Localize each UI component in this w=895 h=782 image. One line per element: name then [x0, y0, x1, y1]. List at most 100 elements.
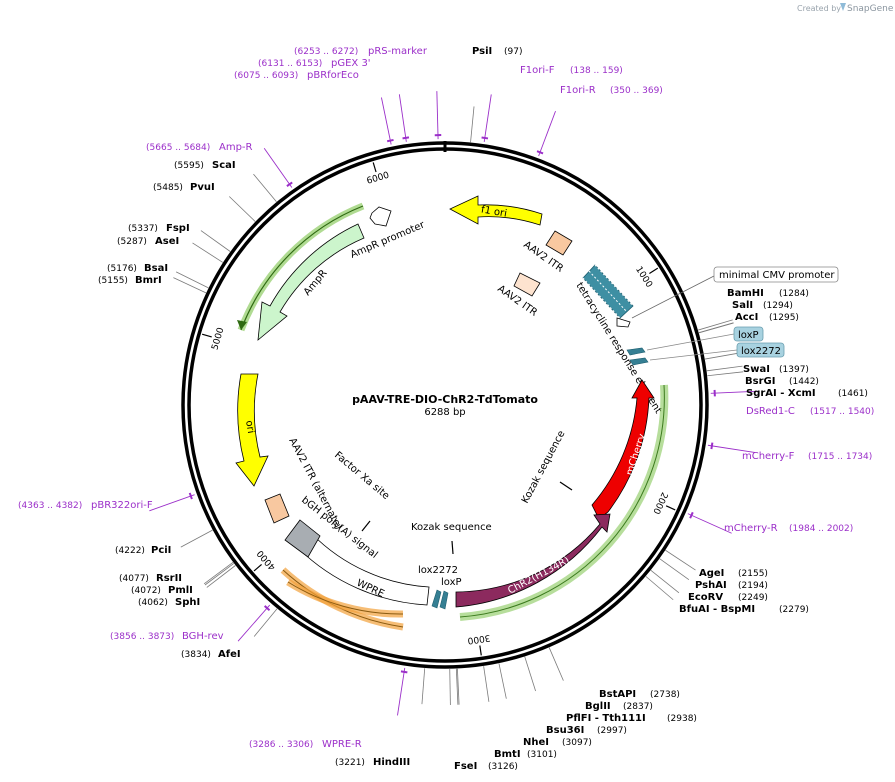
primer-f1ori-f-range: (138 .. 159) [570, 66, 623, 76]
lox2272-1-feature[interactable] [629, 357, 649, 366]
site-sgrai-xcmi-name[interactable]: SgrAI - XcmI [746, 388, 816, 399]
tre-feature[interactable] [582, 264, 634, 319]
primer-leader-9 [380, 97, 392, 145]
primer-dsred1-c-range: (1517 .. 1540) [810, 407, 874, 417]
site-leader-10 [645, 576, 674, 601]
site-scai-name[interactable]: ScaI [212, 160, 236, 171]
ampr-promoter-arrow[interactable] [369, 206, 392, 227]
site-pflfi-tth111i-coord: (2938) [667, 714, 697, 724]
primer-bind-mark-7[interactable] [188, 492, 193, 500]
min-cmv-box[interactable] [713, 266, 839, 283]
site-afei-coord: (3834) [181, 650, 211, 660]
aav2-itr-inner-feature[interactable] [513, 272, 541, 297]
site-pvui-name[interactable]: PvuI [190, 182, 215, 193]
site-pflfi-tth111i-name[interactable]: PflFI - Tth111I [566, 713, 646, 724]
site-fspi-name[interactable]: FspI [166, 223, 190, 234]
site-fsei-name[interactable]: FseI [454, 761, 477, 772]
site-swai-name[interactable]: SwaI [743, 364, 770, 375]
site-pmli-name[interactable]: PmlI [168, 585, 193, 596]
scale-tick-6000 [372, 162, 377, 173]
site-leader-8 [659, 558, 690, 581]
primer-pgex3-name[interactable]: pGEX 3' [331, 58, 371, 69]
primer-mcherry-r-name[interactable]: mCherry-R [724, 523, 778, 534]
site-bsai-coord: (5176) [107, 264, 137, 274]
site-bsai-name[interactable]: BsaI [144, 263, 168, 274]
site-sphi-name[interactable]: SphI [175, 597, 200, 608]
site-sali-name[interactable]: SalI [732, 300, 753, 311]
site-sali-coord: (1294) [763, 301, 793, 311]
site-bmti-name[interactable]: BmtI [494, 749, 521, 760]
site-leader-0 [470, 106, 475, 143]
site-asei-name[interactable]: AseI [155, 236, 179, 247]
site-pmli-coord: (4072) [131, 586, 161, 596]
site-leader-9 [650, 569, 680, 594]
primer-dsred1-c-name[interactable]: DsRed1-C [746, 406, 795, 417]
site-leader-7 [665, 549, 696, 571]
site-bmri-name[interactable]: BmrI [135, 275, 162, 286]
primer-prs-marker-name[interactable]: pRS-marker [368, 46, 428, 57]
primer-bind-mark-3[interactable] [710, 442, 714, 450]
loxp-box-label: loxP [738, 330, 759, 341]
ampr-arrow[interactable] [257, 223, 365, 341]
primer-f1ori-r-name[interactable]: F1ori-R [560, 85, 596, 96]
site-bsrgi-name[interactable]: BsrGI [745, 376, 775, 387]
site-bstapi-name[interactable]: BstAPI [599, 689, 636, 700]
primer-bind-mark-10[interactable] [402, 136, 410, 140]
f1-ori-label: f1 ori [480, 204, 508, 219]
site-bsu36i-name[interactable]: Bsu36I [546, 725, 584, 736]
loxp-1-feature[interactable] [626, 347, 646, 356]
kozak-mark-1 [559, 481, 573, 491]
site-nhei-name[interactable]: NheI [523, 737, 549, 748]
site-acci-name[interactable]: AccI [735, 312, 758, 323]
aav2-itr-feature[interactable] [545, 230, 573, 256]
primer-bind-mark-8[interactable] [286, 181, 293, 187]
primer-bind-mark-4[interactable] [689, 511, 694, 519]
bgh-polya-feature[interactable] [284, 519, 321, 558]
site-pcii-name[interactable]: PciI [151, 545, 171, 556]
loxp-box[interactable] [733, 326, 764, 342]
primer-bind-mark-0[interactable] [481, 136, 489, 140]
ori-arrow[interactable] [235, 373, 269, 487]
scale-tick-4000 [253, 563, 262, 572]
kozak-label-1: Kozak sequence [520, 429, 568, 505]
site-leader-27 [200, 230, 231, 252]
primer-pbr322ori-f-name[interactable]: pBR322ori-F [91, 500, 153, 511]
site-bsrgi-coord: (1442) [789, 377, 819, 387]
site-afei-name[interactable]: AfeI [218, 649, 241, 660]
site-ecorv-name[interactable]: EcoRV [688, 592, 723, 603]
lox2272-2-feature[interactable] [431, 589, 442, 609]
primer-mcherry-f-name[interactable]: mCherry-F [742, 451, 795, 462]
loxp-2-feature[interactable] [439, 590, 449, 610]
site-hindiii-coord: (3221) [335, 758, 365, 768]
tdtomato-highlight-line [459, 384, 665, 618]
primer-bgh-rev-range: (3856 .. 3873) [110, 632, 174, 642]
min-cmv-leader [631, 275, 715, 319]
site-agei-name[interactable]: AgeI [699, 568, 724, 579]
plasmid-size: 6288 bp [424, 407, 465, 418]
primer-f1ori-f-name[interactable]: F1ori-F [520, 65, 555, 76]
min-cmv-promoter-arrow[interactable] [616, 317, 631, 328]
primer-pbrforeco-name[interactable]: pBRforEco [307, 70, 359, 81]
primer-bgh-rev-name[interactable]: BGH-rev [182, 631, 224, 642]
f1-ori-arrow[interactable] [449, 195, 543, 226]
site-bglii-name[interactable]: BglII [585, 701, 611, 712]
site-leader-22 [203, 562, 234, 585]
primer-amp-r-name[interactable]: Amp-R [219, 142, 253, 153]
primer-bind-mark-5[interactable] [400, 670, 408, 674]
primer-bind-mark-6[interactable] [263, 605, 271, 611]
primer-wpre-r-name[interactable]: WPRE-R [322, 739, 362, 750]
lox2272-box[interactable] [736, 342, 785, 358]
site-psii-name[interactable]: PsiI [472, 46, 492, 57]
site-bamhi-name[interactable]: BamHI [727, 288, 764, 299]
site-rsrii-coord: (4077) [119, 574, 149, 584]
site-leader-20 [206, 565, 236, 588]
primer-bind-mark-9[interactable] [386, 138, 394, 143]
site-pshai-name[interactable]: PshAI [695, 580, 727, 591]
mcherry-arrow[interactable] [591, 379, 655, 520]
aav2-itr-alt-feature[interactable] [264, 493, 290, 524]
site-hindiii-name[interactable]: HindIII [373, 757, 410, 768]
site-bfuai-bspmi-name[interactable]: BfuAI - BspMI [679, 604, 755, 615]
chr2-arrow[interactable] [455, 513, 611, 608]
primer-bind-mark-1[interactable] [536, 150, 544, 155]
site-rsrii-name[interactable]: RsrII [156, 573, 182, 584]
